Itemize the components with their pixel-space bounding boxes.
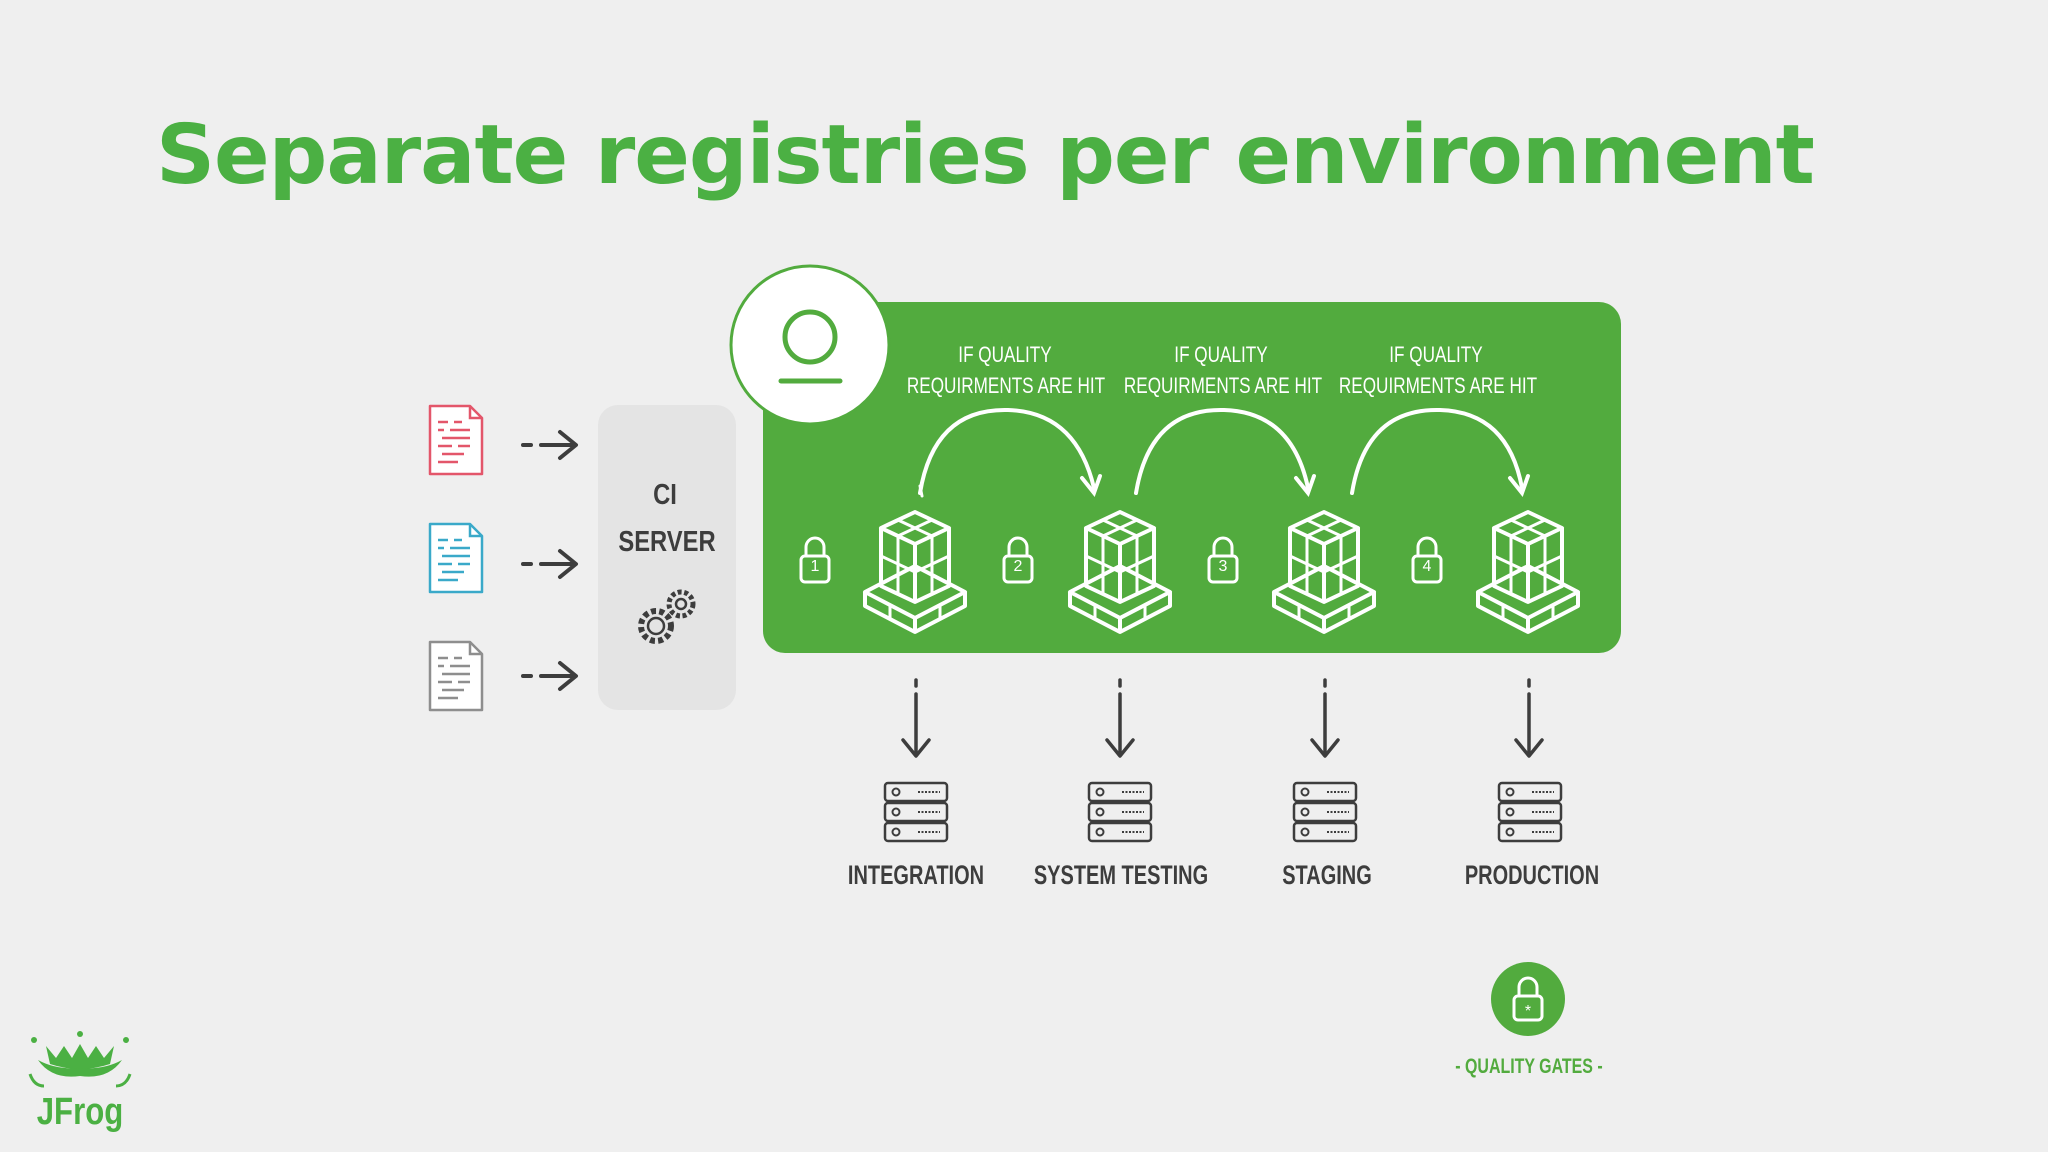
arrow-right-icon [521, 549, 578, 579]
environment-label: PRODUCTION [1465, 860, 1599, 891]
environment-label: STAGING [1282, 860, 1372, 891]
environment-label: INTEGRATION [848, 860, 984, 891]
server-rack-icon [1497, 781, 1563, 843]
gate-number: 2 [1014, 558, 1023, 575]
promotion-arrow-icon [1134, 407, 1310, 495]
arrow-down-icon [1514, 678, 1544, 758]
ci-server-box [598, 405, 736, 710]
ci-server-label: SERVER [618, 525, 715, 558]
document-icon-gray [428, 640, 484, 712]
gate-number: 3 [1219, 558, 1228, 575]
gate-number: 4 [1423, 558, 1432, 575]
padlock-icon: * [1525, 1003, 1531, 1020]
quality-gates-legend: - QUALITY GATES - [1455, 1054, 1602, 1078]
quality-condition-label: IF QUALITY [1389, 343, 1482, 368]
arrow-right-icon [521, 661, 578, 691]
server-rack-icon [1087, 781, 1153, 843]
registry-panel [763, 302, 1621, 653]
server-rack-icon [1292, 781, 1358, 843]
document-icon-blue [428, 522, 484, 594]
ci-server-label: CI [653, 478, 677, 511]
promotion-arrow-icon [918, 407, 1096, 495]
document-icon-red [428, 404, 484, 476]
gate-number: 1 [811, 558, 820, 575]
environment-label: SYSTEM TESTING [1034, 860, 1208, 891]
quality-condition-label: IF QUALITY [958, 343, 1051, 368]
arrow-down-icon [1105, 678, 1135, 758]
jfrog-logo: JFrog [28, 1031, 132, 1133]
quality-condition-label: REQUIRMENTS ARE HIT [907, 374, 1105, 399]
quality-gate-badge [1491, 962, 1565, 1036]
quality-condition-label: REQUIRMENTS ARE HIT [1339, 374, 1537, 399]
gears-icon [638, 589, 696, 644]
jfrog-logo-text: JFrog [37, 1091, 124, 1133]
arrow-down-icon [1310, 678, 1340, 758]
artifactory-logo-icon [729, 264, 891, 426]
quality-condition-label: REQUIRMENTS ARE HIT [1124, 374, 1322, 399]
promotion-arrow-icon [1350, 407, 1524, 495]
arrow-right-icon [521, 430, 578, 460]
arrow-down-icon [901, 678, 931, 758]
quality-condition-label: IF QUALITY [1174, 343, 1267, 368]
slide-title: Separate registries per environment [156, 108, 1815, 203]
server-rack-icon [883, 781, 949, 843]
